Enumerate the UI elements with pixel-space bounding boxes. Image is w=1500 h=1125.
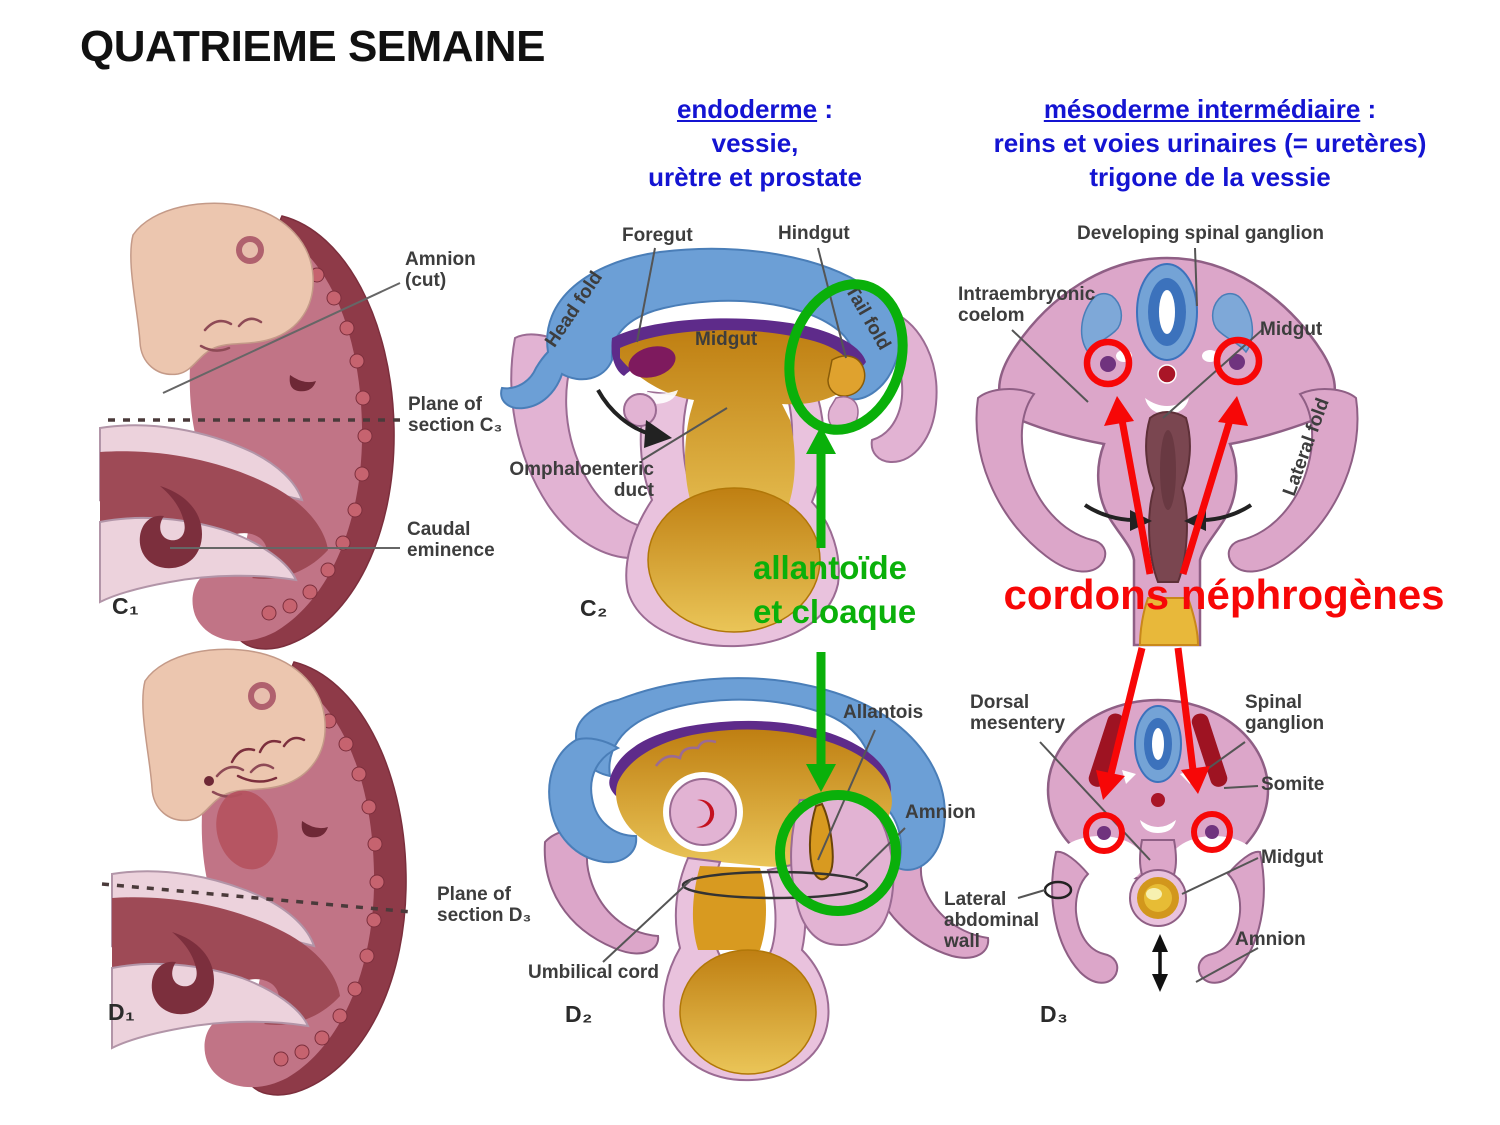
yolk-top-gold: [1138, 597, 1200, 646]
midgut-leader: [1181, 857, 1259, 895]
mesoderm-header-line3: trigone de la vessie: [1089, 161, 1331, 192]
otic-vesicle: [236, 236, 264, 264]
amniotic-spiral: [548, 737, 638, 864]
cloaca-bud: [827, 396, 859, 432]
label-plane-d3: Plane of section D₃: [437, 884, 532, 926]
mouth-interior: [100, 451, 328, 579]
endoderm-header-line3: urètre et prostate: [648, 161, 862, 192]
somite-beads: [261, 250, 373, 621]
endoderm-header-line2: vessie,: [711, 127, 799, 158]
midgut-lumen: [1160, 430, 1176, 510]
label-allantois: Allantois: [843, 702, 924, 723]
label-dorsal-mesentery: Dorsal mesentery: [970, 692, 1066, 734]
label-spinal-ganglion: Spinal ganglion: [1245, 692, 1325, 734]
coelom-dot-right: [1202, 350, 1218, 362]
endoderm-header-line1: endoderme :: [570, 93, 940, 127]
lateral-fold-right: [1227, 388, 1359, 573]
nephrogenic-cord-right: [1205, 825, 1219, 839]
dsg-leader: [1194, 247, 1198, 307]
closure-arrowhead-bottom: [1152, 974, 1168, 992]
panel-tag-d3: D₃: [1040, 1001, 1069, 1027]
label-caudal-eminence: Caudal eminence: [407, 519, 495, 561]
panel-tag-d2: D₂: [565, 1001, 593, 1027]
endoderm-header-title: endoderme: [676, 94, 818, 124]
panel-d3-figure: [1017, 698, 1270, 992]
panel-d2-figure: [543, 677, 990, 1082]
head-fold-arrow: [596, 389, 651, 436]
embryo-curl-disc: [669, 778, 737, 846]
label-midgut-d3: Midgut: [1261, 847, 1324, 868]
section-plane-d3-line: [101, 882, 413, 914]
body-slit: [289, 375, 316, 392]
label-midgut-c3: Midgut: [1260, 319, 1323, 340]
somite-comma-left: [1080, 292, 1123, 354]
yolk-sac-gold: [679, 949, 817, 1075]
abdominal-wall-leader: [1017, 889, 1046, 899]
mesoderm-header-line1: mésoderme intermédiaire :: [950, 93, 1470, 127]
gut-crescent-white: [1145, 398, 1189, 414]
yolk-stalk-gold: [692, 866, 766, 950]
label-umbilical-cord: Umbilical cord: [528, 962, 659, 983]
label-omphaloenteric-duct: Omphaloenteric duct: [509, 459, 654, 501]
closure-arrowhead-top: [1152, 934, 1168, 952]
gut-crescent-white: [1140, 820, 1176, 833]
lens-dot: [204, 776, 214, 786]
dorsal-aorta: [1151, 793, 1165, 807]
head-fold-arrowhead: [644, 420, 672, 448]
callout-nephrogenic-cords: cordons néphrogènes: [1003, 571, 1445, 618]
embryo-head: [130, 202, 314, 376]
somite-leader: [1223, 785, 1259, 789]
dorsal-aorta: [1157, 364, 1177, 384]
midgut-lumen: [1146, 888, 1162, 900]
nephrogenic-cord-left: [1097, 826, 1111, 840]
panel-tag-c1: C₁: [112, 593, 140, 619]
label-intraembryonic-coelom: Intraembryonic coelom: [958, 284, 1096, 326]
foregut-curl: [623, 393, 657, 427]
panel-tag-d1: D₁: [108, 999, 136, 1025]
mesoderm-header: mésoderme intermédiaire : reins et voies…: [950, 93, 1470, 194]
label-plane-c3: Plane of section C₃: [408, 394, 503, 436]
label-amnion-d3: Amnion: [1235, 929, 1306, 950]
label-somite: Somite: [1261, 774, 1325, 795]
label-foregut: Foregut: [622, 225, 693, 246]
coelom-leader: [1011, 329, 1089, 403]
panel-c1-figure: [108, 282, 401, 549]
label-amnion-d2: Amnion: [905, 802, 976, 823]
amnion-leader: [1195, 947, 1259, 983]
neural-canal: [1159, 290, 1175, 334]
heart-tube: [628, 346, 676, 378]
lateral-fold-left: [975, 388, 1107, 573]
label-amnion-cut: Amnion (cut): [405, 249, 476, 291]
label-hindgut: Hindgut: [778, 223, 850, 244]
mesoderm-header-colon: :: [1360, 94, 1377, 124]
nephrogenic-cord-left: [1100, 356, 1116, 372]
hindgut-pocket: [827, 355, 866, 397]
mesoderm-header-title: mésoderme intermédiaire: [1043, 94, 1361, 124]
mesoderm-header-line2: reins et voies urinaires (= uretères): [993, 127, 1427, 158]
omphaloenteric-leader: [641, 407, 728, 461]
body-leg-right: [1197, 850, 1265, 984]
callout-allantois-cloaca: allantoïde et cloaque: [753, 549, 917, 630]
amnion-leader: [162, 282, 401, 394]
page-title: QUATRIEME SEMAINE: [80, 22, 545, 71]
yolk-sac-gold: [647, 487, 821, 633]
neural-canal: [1152, 728, 1164, 760]
foregut-leader: [636, 247, 656, 343]
umbilical-leader: [602, 877, 694, 963]
heart-prominence: [216, 790, 278, 870]
panel-d1-figure: [101, 649, 413, 1095]
branchial-arches: [199, 317, 263, 352]
somite-bar-right: [1191, 713, 1228, 787]
label-midgut-c2: Midgut: [695, 329, 758, 350]
endoderm-header-colon: :: [817, 94, 834, 124]
endoderm-header: endoderme : vessie, urètre et prostate: [570, 93, 940, 194]
label-developing-spinal-ganglion: Developing spinal ganglion: [1077, 223, 1325, 244]
label-lateral-abdominal-wall: Lateral abdominal wall: [944, 889, 1040, 952]
heart-curl-red: [696, 799, 715, 828]
dorsal-mesentery-leader: [1039, 741, 1151, 861]
hand-plates: [230, 736, 306, 783]
panel-tag-c2: C₂: [580, 595, 608, 621]
somite-bumps: [654, 739, 717, 767]
coelom-dot-left: [1116, 350, 1132, 362]
